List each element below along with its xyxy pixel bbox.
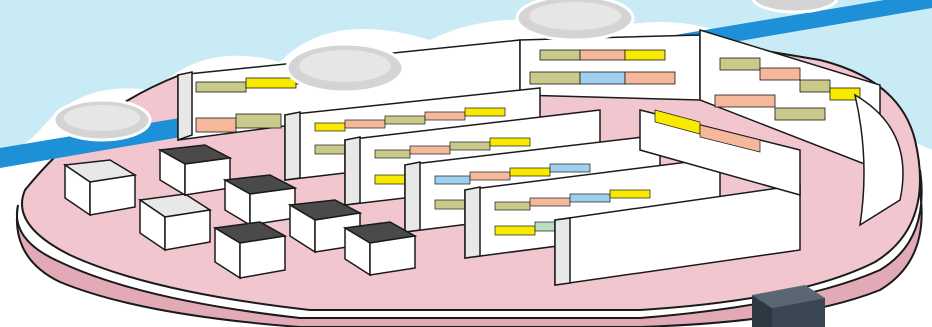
register-counter-icon xyxy=(212,221,288,280)
register-counter-icon xyxy=(157,144,233,197)
angled-gondola xyxy=(639,109,801,196)
register-counter-icon xyxy=(222,174,298,227)
register-counter-icon xyxy=(62,159,138,217)
ceiling-speaker-icon xyxy=(285,42,405,94)
ceiling-speaker-icon xyxy=(52,98,152,142)
ceiling-speaker-icon xyxy=(751,0,839,14)
register-counter-icon xyxy=(137,193,213,252)
ceiling-speaker-icon xyxy=(515,0,635,42)
back-wall-shelf-right xyxy=(519,28,904,227)
floor-speaker-icon xyxy=(752,285,825,327)
register-counters xyxy=(62,144,418,280)
register-counter-icon xyxy=(342,221,418,277)
front-counter xyxy=(554,184,801,286)
